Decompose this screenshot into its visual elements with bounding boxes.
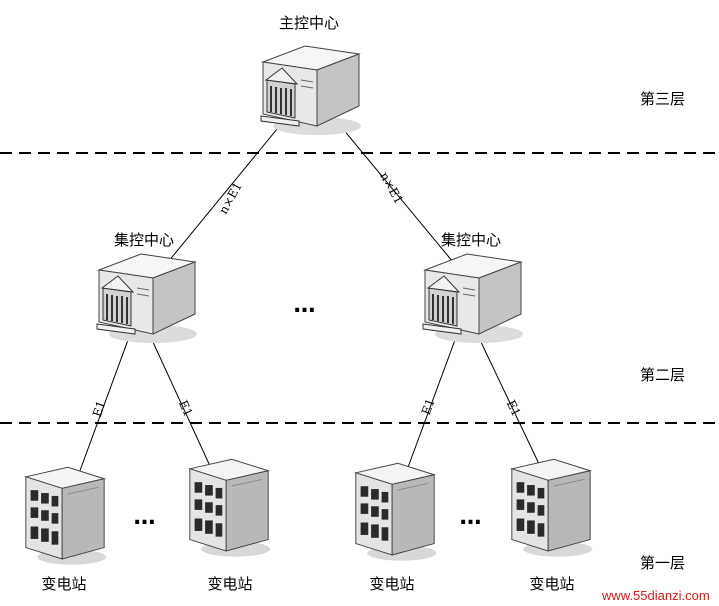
link-label-left-2: E1 bbox=[176, 398, 195, 419]
main-control-center-label: 主控中心 bbox=[279, 14, 339, 32]
server-icon bbox=[95, 252, 199, 345]
layer-3-label: 第三层 bbox=[640, 90, 685, 108]
building-icon bbox=[25, 466, 107, 566]
layer-2-label: 第二层 bbox=[640, 366, 685, 384]
link-right-2 bbox=[479, 339, 541, 467]
link-label-top-right: n×E1 bbox=[377, 170, 406, 207]
substation-2: 变电站 bbox=[189, 458, 271, 593]
link-label-right-2: E1 bbox=[504, 398, 524, 419]
link-left-2 bbox=[151, 339, 211, 467]
link-top-right bbox=[337, 122, 454, 263]
link-top-left bbox=[167, 122, 283, 263]
main-control-center: 主控中心 bbox=[259, 14, 363, 137]
server-icon bbox=[421, 252, 525, 345]
ellipsis-middle: … bbox=[294, 293, 319, 318]
building-icon bbox=[189, 458, 271, 558]
link-right-1 bbox=[406, 339, 456, 471]
group-control-center-right: 集控中心 bbox=[421, 231, 525, 345]
layer-1-label: 第一层 bbox=[640, 554, 685, 572]
link-label-left-1: E1 bbox=[90, 399, 108, 419]
ellipsis-bottom-left: … bbox=[134, 505, 159, 530]
substation-1: 变电站 bbox=[25, 466, 107, 593]
group-control-center-left-label: 集控中心 bbox=[114, 231, 174, 249]
ellipsis-bottom-right: … bbox=[460, 505, 485, 530]
watermark: www.55dianzi.com bbox=[601, 588, 710, 603]
group-control-center-right-label: 集控中心 bbox=[441, 231, 501, 249]
substation-2-label: 变电站 bbox=[207, 575, 252, 593]
connections bbox=[77, 122, 541, 477]
link-label-right-1: E1 bbox=[419, 397, 438, 417]
substation-3: 变电站 bbox=[355, 462, 437, 593]
building-icon bbox=[355, 462, 437, 562]
substation-1-label: 变电站 bbox=[41, 575, 86, 593]
server-icon bbox=[259, 44, 363, 137]
substation-4: 变电站 bbox=[511, 458, 593, 593]
substation-4-label: 变电站 bbox=[529, 575, 574, 593]
group-control-center-left: 集控中心 bbox=[95, 231, 199, 345]
link-left-1 bbox=[77, 339, 129, 477]
building-icon bbox=[511, 458, 593, 558]
substation-3-label: 变电站 bbox=[369, 575, 414, 593]
